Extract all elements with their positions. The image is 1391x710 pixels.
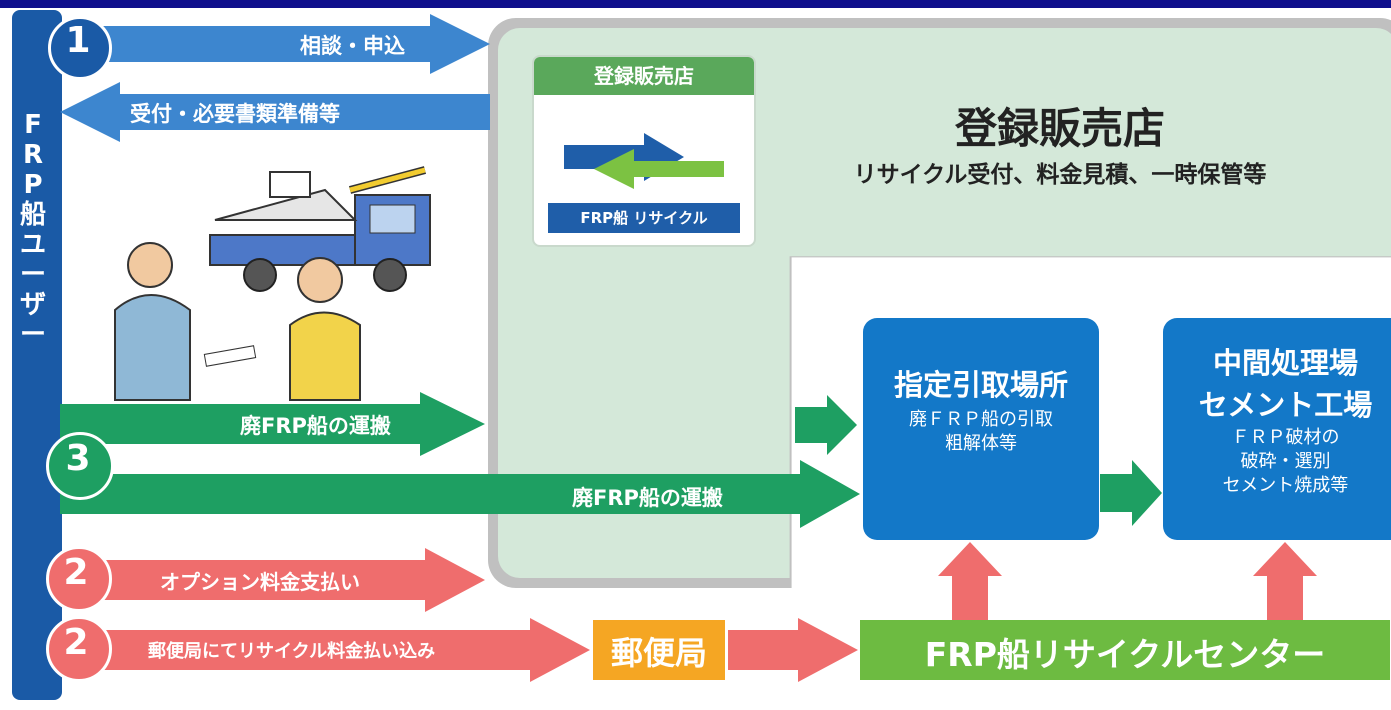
postal-payment-label: 郵便局にてリサイクル料金払い込み <box>148 641 436 662</box>
shop-description: リサイクル受付、料金見積、一時保管等 <box>853 162 1267 188</box>
step2a-circle <box>46 546 112 612</box>
processing-line1: ＦＲＰ破材の <box>1231 427 1340 448</box>
step1-number: 1 <box>65 20 91 61</box>
truck-handover-illustration <box>114 166 431 401</box>
processing-title1: 中間処理場 <box>1212 346 1358 380</box>
transport-label-direct: 廃FRP船の運搬 <box>572 486 723 510</box>
recycle-arrows-icon <box>564 133 724 189</box>
recycle-center-box <box>860 620 1390 680</box>
processing-title2: セメント工場 <box>1198 388 1373 422</box>
step3-number: 3 <box>65 438 91 479</box>
step2b-circle <box>46 616 112 682</box>
pickup-box: 指定引取場所 廃ＦＲＰ船の引取 粗解体等 <box>863 318 1099 540</box>
logo-footer: FRP船 リサイクル <box>548 203 740 233</box>
pickup-to-processing-arrow <box>1100 460 1162 526</box>
receipt-label: 受付・必要書類準備等 <box>130 102 340 126</box>
pickup-title: 指定引取場所 <box>893 368 1068 402</box>
center-to-processing-arrow <box>1253 542 1317 620</box>
transport-arrow-shop <box>60 392 485 456</box>
post-to-center-arrow <box>728 618 858 682</box>
postal-payment-arrow <box>60 618 590 682</box>
processing-box: 中間処理場 セメント工場 ＦＲＰ破材の 破砕・選別 セメント焼成等 <box>1163 318 1391 540</box>
step1-label: 相談・申込 <box>300 34 405 58</box>
recycle-center-label: FRP船リサイクルセンター <box>924 635 1326 674</box>
step2a-number: 2 <box>63 552 89 593</box>
receipt-arrow <box>60 82 490 142</box>
pickup-line2: 粗解体等 <box>945 433 1017 454</box>
step2b-number: 2 <box>63 622 89 663</box>
top-frame-bar <box>0 0 1391 8</box>
post-office-box <box>593 620 725 680</box>
step1-circle <box>48 16 112 80</box>
post-office-label: 郵便局 <box>610 634 707 672</box>
option-payment-arrow <box>60 548 485 612</box>
pickup-line1: 廃ＦＲＰ船の引取 <box>909 409 1053 430</box>
shop-to-pickup-arrow <box>795 395 857 455</box>
logo-header: 登録販売店 <box>534 57 754 95</box>
shop-logo: 登録販売店 FRP船 リサイクル <box>532 55 756 247</box>
processing-line3: セメント焼成等 <box>1222 475 1349 496</box>
step3-circle <box>46 432 114 500</box>
center-to-pickup-arrow <box>938 542 1002 620</box>
transport-label-shop: 廃FRP船の運搬 <box>240 414 391 438</box>
transport-arrow-direct <box>60 460 860 528</box>
option-payment-label: オプション料金支払い <box>160 570 360 594</box>
shop-title: 登録販売店 <box>954 104 1165 153</box>
processing-line2: 破砕・選別 <box>1240 451 1331 472</box>
step1-arrow <box>60 14 490 74</box>
